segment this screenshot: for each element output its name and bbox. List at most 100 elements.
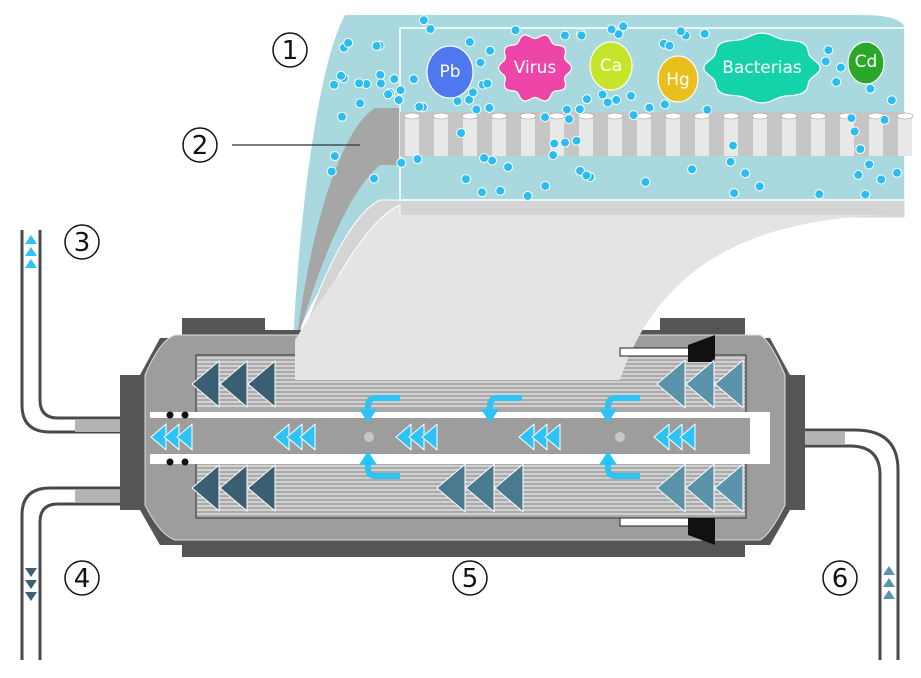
contaminant-hg: Hg (657, 55, 699, 103)
droplet (835, 62, 846, 73)
feed-arrow-icon (714, 463, 744, 513)
droplet (564, 114, 574, 125)
droplet (702, 104, 713, 115)
droplet (754, 181, 765, 192)
droplet (510, 25, 521, 36)
label-hg: Hg (666, 70, 690, 90)
feed-arrow-icon (219, 359, 248, 409)
pore-column (463, 118, 477, 156)
droplet (408, 74, 419, 85)
permeate-arrow-icon (421, 423, 438, 451)
droplet (396, 157, 407, 168)
droplet (892, 167, 902, 178)
droplet (855, 144, 866, 155)
callout-4: 4 (64, 560, 100, 596)
droplet (471, 104, 482, 115)
label-pb: Pb (439, 62, 460, 82)
droplet (659, 99, 670, 110)
droplet (337, 111, 347, 122)
pore-column (782, 118, 796, 156)
pore-column (898, 118, 912, 156)
contaminant-cd: Cd (847, 41, 885, 85)
pore-column (840, 118, 854, 156)
permeate-arrow-icon (544, 423, 561, 451)
label-ca: Ca (600, 56, 622, 76)
membrane-unroll (295, 215, 905, 380)
droplet (336, 70, 346, 81)
droplet (571, 135, 582, 146)
down-arrow-icon (25, 580, 37, 589)
membrane-curve-dark (296, 108, 400, 345)
droplet (326, 166, 337, 177)
droplet (581, 170, 592, 181)
callout-1: 1 (272, 32, 308, 68)
pore-column (521, 118, 535, 156)
svg-text:4: 4 (74, 564, 91, 594)
pore-column (405, 118, 419, 156)
droplet (606, 24, 617, 35)
droplet (464, 37, 475, 47)
droplet (412, 154, 423, 165)
callout-3: 3 (64, 224, 100, 260)
droplet (613, 29, 624, 40)
feed-arrow-icon (191, 359, 220, 409)
droplet (548, 150, 559, 161)
pipes (20, 230, 900, 660)
droplet (354, 78, 365, 89)
droplet (740, 168, 751, 179)
up-arrow-icon (883, 566, 895, 575)
droplet (820, 56, 831, 67)
droplet (628, 110, 639, 121)
pore-column (811, 118, 825, 156)
feed-arrow-icon (656, 359, 686, 409)
pore-column (608, 118, 622, 156)
outlet-pipe-4 (20, 486, 150, 660)
inlet-pipe-3 (20, 230, 150, 434)
droplet (814, 189, 825, 200)
contaminant-virus: Virus (497, 34, 573, 102)
pore-column (753, 118, 767, 156)
droplet (886, 95, 897, 106)
permeate-arrow-icon (299, 423, 316, 451)
droplet (823, 45, 834, 56)
droplet (383, 89, 394, 100)
droplet (343, 37, 354, 48)
droplet (699, 28, 710, 39)
pore-column (724, 118, 738, 156)
flow-arrows (150, 359, 744, 513)
droplet (456, 128, 467, 138)
droplet (371, 40, 382, 51)
callout-6: 6 (822, 560, 858, 596)
feed-arrow-icon (219, 463, 248, 513)
permeate-arrow-icon (176, 423, 193, 451)
droplet (618, 21, 629, 32)
droplet (389, 74, 400, 85)
pore-column (434, 118, 448, 156)
pore-column (695, 118, 709, 156)
water-droplets (326, 15, 902, 201)
callouts: 1 2 3 4 5 6 (64, 32, 858, 596)
droplet (664, 40, 675, 51)
anti-telescoping-top (619, 347, 691, 357)
membrane-pores (403, 112, 914, 156)
droplet (329, 151, 340, 162)
label-bacterias: Bacterias (722, 58, 802, 78)
feed-arrow-icon (714, 359, 744, 409)
svg-text:6: 6 (832, 564, 849, 594)
contaminant-ca: Ca (589, 41, 633, 91)
feed-arrow-icon (247, 463, 276, 513)
anti-telescoping-bottom (619, 517, 691, 527)
droplet (485, 45, 496, 56)
droplet (559, 30, 570, 41)
droplet (355, 98, 365, 109)
up-arrow-icon (25, 235, 37, 244)
droplet (461, 174, 471, 185)
permeate-inflow-arrow-icon (359, 395, 400, 423)
droplet (495, 185, 506, 196)
svg-text:2: 2 (192, 131, 209, 161)
droplet (729, 188, 740, 199)
callout-2: 2 (182, 127, 218, 163)
droplet (549, 138, 560, 149)
droplet (475, 57, 486, 68)
